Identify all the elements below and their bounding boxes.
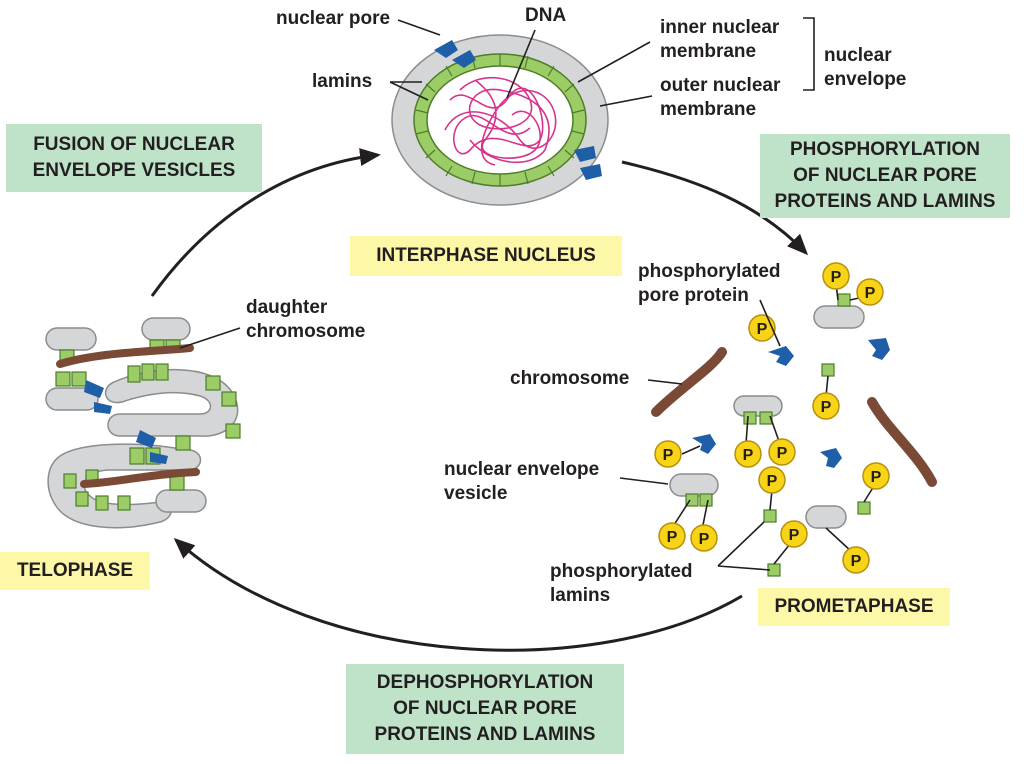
phosphate-groups: P P P P P P P P P P P P P [654,262,890,574]
phosphorylation-line: PHOSPHORYLATION [789,139,980,160]
daughter-chromosome-leader [179,327,241,349]
phosphate: P [842,546,870,574]
arrow-interphase-to-prometaphase [621,160,809,256]
dephosphorylation-line: OF NUCLEAR PORE [393,698,577,719]
fusion-line: FUSION OF NUCLEAR [33,134,235,155]
phosphorylated-pore-protein-label: phosphorylated pore protein [638,260,781,308]
dephosphorylation-line: DEPHOSPHORYLATION [376,672,594,693]
telophase-pores [84,380,168,464]
phosphate: P [758,466,786,494]
nuclear-envelope-vesicle-label: nuclear envelope vesicle [444,458,599,506]
phosphate: P [654,440,682,468]
lamin-segments [415,54,585,186]
nuclear-envelope-line: nuclear [824,45,892,66]
arrow-telophase-to-interphase [150,148,381,297]
arrow-prometaphase-to-telophase [173,537,743,652]
fusion-line: ENVELOPE VESICLES [32,160,236,181]
prometaphase-pores [692,338,890,468]
fusion-of-vesicles-box: FUSION OF NUCLEAR ENVELOPE VESICLES [6,124,262,192]
daughter-chromosome-label: daughter chromosome [246,296,365,344]
phosphate: P [822,262,850,290]
nuclear-pore-top [434,40,476,68]
phosphate: P [658,522,686,550]
phosphate: P [768,438,796,466]
daughter-chromosome-line: chromosome [246,321,366,342]
telophase-vesicles [45,317,239,529]
lamins-label: lamins [312,71,373,92]
phosphate-label: P [831,269,842,286]
phosphate-label: P [667,529,678,546]
prometaphase-leader-lines [619,299,781,571]
phosphate-label: P [767,473,778,490]
nuclear-envelope-line: envelope [824,69,907,90]
phosphate-label: P [757,321,768,338]
phosphorylated-lamins-label: phosphorylated lamins [550,560,693,608]
phosphate: P [748,314,776,342]
nuclear-envelope-label: nuclear envelope [824,44,906,92]
phosphate: P [862,462,890,490]
phosphate-label: P [871,469,882,486]
dephosphorylation-line: PROTEINS AND LAMINS [374,724,596,745]
telophase-reforming-envelope [45,317,241,529]
phosphate-label: P [743,447,754,464]
cycle-arrows [150,148,809,652]
daughter-chromosomes [56,344,200,488]
phosphate-label: P [865,285,876,302]
nuclear-pore-right [574,146,602,180]
dephosphorylation-box: DEPHOSPHORYLATION OF NUCLEAR PORE PROTEI… [346,664,624,754]
dna-strands [444,76,557,166]
phosphate-label: P [789,527,800,544]
phosphate-label: P [663,447,674,464]
interphase-leader-lines [389,17,815,107]
phosphorylated-lamins-line: lamins [550,585,611,606]
inner-membrane-line: membrane [660,41,757,62]
nuclear-envelope-vesicle-line: nuclear envelope [444,459,600,480]
phosphate: P [812,392,840,420]
phosphorylation-line: OF NUCLEAR PORE [793,165,977,186]
phosphate: P [690,524,718,552]
prometaphase-chromosomes [651,347,937,487]
phosphorylated-pore-protein-line: phosphorylated [638,261,781,282]
nuclear-pore-label: nuclear pore [276,8,391,29]
interphase-nucleus [391,34,609,206]
telophase-box: TELOPHASE [0,552,150,590]
phosphorylation-line: PROTEINS AND LAMINS [774,191,996,212]
interphase-nucleus-box: INTERPHASE NUCLEUS [350,236,622,276]
phosphate: P [856,278,884,306]
phosphorylated-lamins-line: phosphorylated [550,561,693,582]
inner-nuclear-membrane-label: inner nuclear membrane [660,16,779,64]
nuclear-envelope-vesicle-line: vesicle [444,483,508,504]
phosphate-label: P [777,445,788,462]
prometaphase-fragments [651,283,937,577]
phosphate-label: P [699,531,710,548]
phosphorylation-box: PHOSPHORYLATION OF NUCLEAR PORE PROTEINS… [760,134,1010,218]
phosphorylated-pore-protein-line: pore protein [638,285,749,306]
phosphate-label: P [851,553,862,570]
outer-membrane-line: outer nuclear [660,75,781,96]
daughter-chromosome-line: daughter [246,297,328,318]
outer-membrane-line: membrane [660,99,757,120]
phosphate-label: P [821,399,832,416]
dna-label: DNA [525,5,567,26]
phosphate: P [734,440,762,468]
outer-nuclear-membrane-label: outer nuclear membrane [660,74,780,122]
prometaphase-box: PROMETAPHASE [758,588,950,626]
inner-membrane-line: inner nuclear [660,17,780,38]
phosphate: P [780,520,808,548]
chromosome-label: chromosome [510,368,630,389]
